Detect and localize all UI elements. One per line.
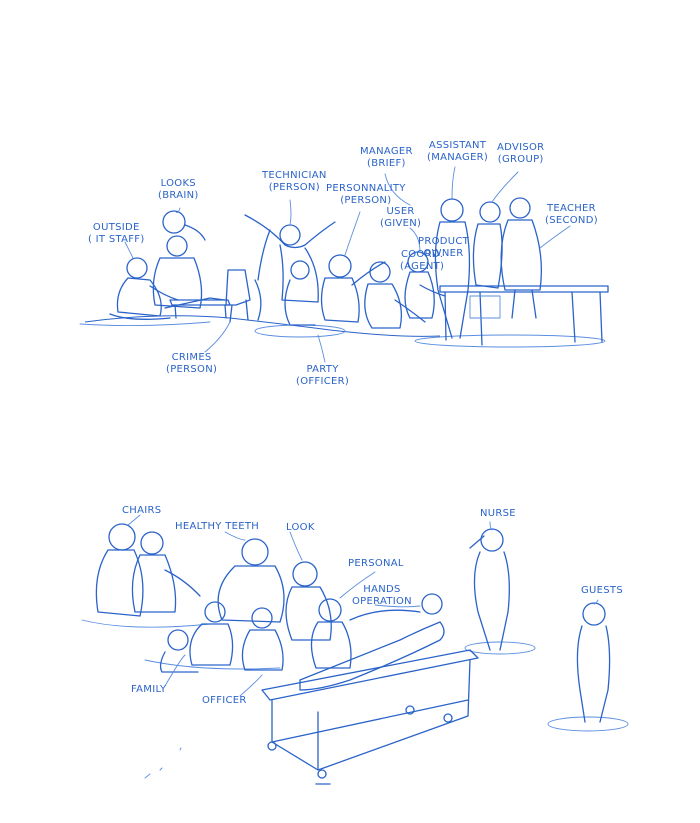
label-nurse: NURSE [480,508,516,519]
label-personal: PERSONAL [348,558,404,569]
label-look: LOOK [286,522,315,533]
figure-manager [404,251,446,319]
desk-right [439,285,609,346]
label-looks: LOOKS(BRAIN) [158,178,199,201]
label-manager: MANAGER(BRIEF) [360,146,413,169]
top-scene [79,166,609,363]
figure-guest [576,602,611,723]
figure-advisor [472,201,503,289]
ground-line [84,315,441,337]
figure-group-left [95,523,201,617]
figure-brain [152,210,226,309]
label-healthy-teeth: HEALTHY TEETH [175,521,260,532]
label-user: USER(GIVEN) [380,206,422,229]
figure-teacher [500,197,542,319]
seated-figure-left [109,257,179,320]
figure-assistant [434,198,471,339]
label-officer: OFFICER [202,695,247,706]
figure-personality [320,254,386,323]
figure-nurse [469,528,510,651]
label-chairs: CHAIRS [122,505,162,516]
label-outside: OUTSIDE( IT STAFF) [88,222,145,245]
bottom-scene [81,514,629,785]
label-assistant: ASSISTANT(MANAGER) [427,140,489,163]
label-teacher: TEACHER(SECOND) [545,203,598,226]
label-family: FAMILY [131,684,167,695]
label-guests: GUESTS [581,585,623,596]
figure-patient [299,593,445,691]
gurney [261,649,479,785]
label-crimes: CRIMES(PERSON) [166,352,218,375]
label-personality: PERSONNALITY(PERSON) [326,183,406,206]
label-party: PARTY(OFFICER) [296,364,350,387]
figure-group-center [159,538,352,673]
figure-group-center [284,260,426,329]
label-technician: TECHNICIAN(PERSON) [262,170,327,193]
label-advisor: ADVISOR(GROUP) [497,142,545,165]
label-coordinator: COORD.(AGENT) [400,249,445,272]
